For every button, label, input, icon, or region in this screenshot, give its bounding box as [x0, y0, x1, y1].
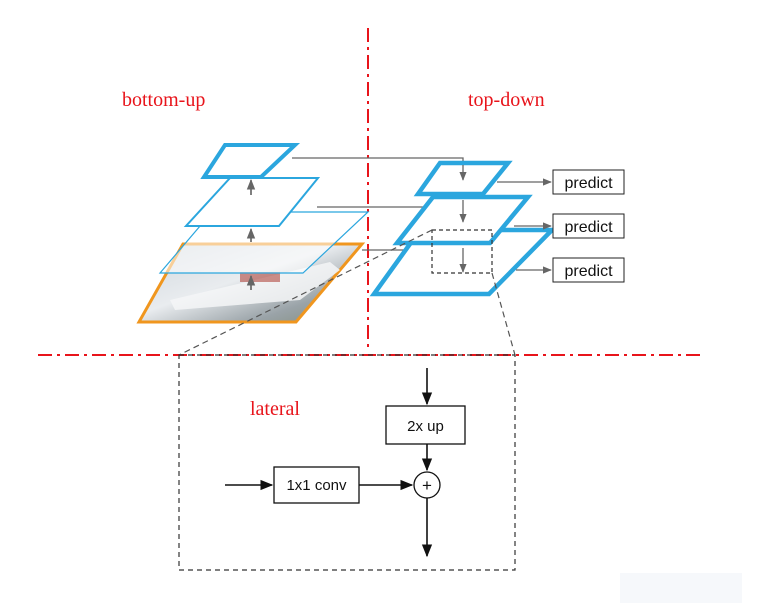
lateral-panel: 2x up 1x1 conv +	[178, 354, 516, 571]
predict-label-3: predict	[564, 263, 613, 280]
predict-label-2: predict	[564, 219, 613, 236]
conv-label: 1x1 conv	[286, 477, 347, 494]
zoom-line-right	[491, 272, 516, 356]
bottom-up-level-1	[158, 211, 370, 274]
bottom-up-level-3	[200, 143, 301, 179]
predict-box-3	[552, 257, 625, 283]
predict-label-1: predict	[564, 175, 613, 192]
highlight-box	[431, 229, 493, 274]
conv-box	[273, 466, 360, 504]
top-down-label: top-down	[468, 89, 545, 111]
sum-symbol: +	[422, 476, 432, 495]
boat-shape	[170, 262, 340, 310]
predict-box-2	[552, 213, 625, 239]
lateral-panel-frame	[178, 354, 516, 571]
upsample-label: 2x up	[407, 418, 444, 435]
lateral-label: lateral	[250, 398, 300, 420]
zoom-line-left	[178, 229, 433, 356]
bottom-up-level-2	[183, 177, 321, 227]
bottom-up-pyramid	[136, 143, 370, 324]
upsample-box	[385, 405, 466, 445]
predict-box-1	[552, 169, 625, 195]
watermark-area	[620, 573, 742, 603]
boat-detail	[240, 272, 280, 282]
bottom-up-label: bottom-up	[122, 89, 205, 111]
